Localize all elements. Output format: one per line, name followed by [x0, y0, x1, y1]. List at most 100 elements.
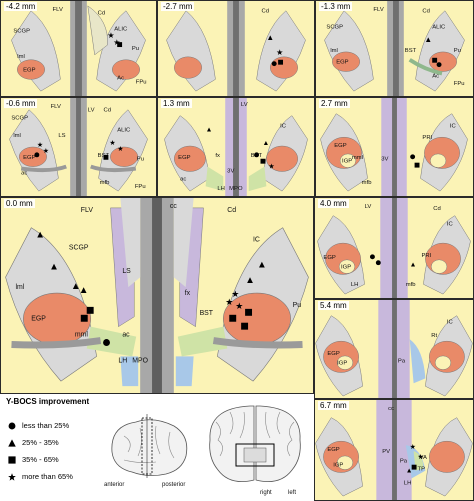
- legend-label: less than 25%: [22, 421, 70, 430]
- structure-label: Rt: [431, 333, 437, 339]
- panel-1-3: LV IC EGP fx BST 3V ac LH MPO ▲ ▲ ★ 1.3 …: [157, 97, 315, 197]
- structure-label: EGP: [334, 143, 346, 149]
- structure-label: SCGP: [326, 24, 343, 30]
- svg-text:▲: ▲: [79, 285, 89, 296]
- square-icon: [8, 455, 16, 464]
- structure-label: lml: [330, 48, 338, 54]
- legend-item: more than 65%: [8, 472, 73, 481]
- panel-minus-2-7: Cd ▲ ★ -2.7 mm: [157, 0, 315, 97]
- structure-label: 3V: [381, 157, 388, 163]
- structure-label: EGP: [31, 316, 46, 323]
- svg-text:★: ★: [109, 139, 115, 147]
- left-label: left: [288, 490, 296, 496]
- legend-item: 35% - 65%: [8, 455, 59, 464]
- panel-label: 1.3 mm: [161, 99, 192, 108]
- structure-label: fx: [215, 153, 220, 159]
- legend-label: more than 65%: [22, 472, 73, 481]
- panel-label: -0.6 mm: [4, 99, 38, 108]
- svg-text:▲: ▲: [406, 468, 413, 475]
- structure-label: IC: [447, 320, 454, 326]
- svg-text:★: ★: [410, 443, 416, 451]
- structure-label: LV: [88, 108, 95, 114]
- panel-label: 4.0 mm: [318, 199, 349, 208]
- structure-label: LV: [241, 102, 248, 108]
- lateral-brain-icon: anterior posterior: [104, 414, 188, 488]
- legend-title: Y-BOCS improvement: [6, 397, 90, 406]
- structure-label: Pu: [132, 46, 139, 52]
- panel-label: 2.7 mm: [319, 99, 350, 108]
- structure-label: FLV: [373, 7, 383, 13]
- structure-label: FLV: [81, 207, 94, 214]
- panel-minus-1-3: FLV Cd SCGP ALIC lml EGP BST Pu Ac FPu ▲…: [315, 0, 474, 97]
- star-icon: [8, 472, 16, 481]
- structure-label: SCGP: [11, 116, 28, 122]
- circle-icon: [8, 422, 16, 429]
- structure-label: ac: [122, 332, 130, 339]
- structure-label: LH: [404, 480, 412, 486]
- structure-label: Pa: [400, 459, 408, 465]
- svg-text:★: ★: [225, 297, 233, 307]
- structure-label: FLV: [51, 104, 61, 110]
- structure-label: LS: [58, 133, 65, 139]
- structure-label: ac: [180, 176, 186, 182]
- structure-label: Pu: [137, 157, 144, 163]
- structure-label: 3V: [227, 168, 234, 174]
- legend: Y-BOCS improvement less than 25% 25% - 3…: [0, 394, 314, 501]
- structure-label: lml: [13, 133, 21, 139]
- svg-text:★: ★: [37, 141, 43, 149]
- structure-label: FPu: [454, 81, 465, 87]
- triangle-icon: [8, 438, 16, 447]
- structure-label: EGP: [23, 155, 35, 161]
- structure-label: Pu: [293, 302, 302, 309]
- panel-label: 5.4 mm: [318, 301, 349, 310]
- panel-4-0: LV Cd IC EGP PRI IGP LH mfb ▲ 4.0 mm: [314, 197, 474, 299]
- structure-label: IGP: [341, 265, 351, 271]
- structure-label: FLV: [53, 7, 63, 13]
- structure-label: lml: [15, 284, 24, 291]
- structure-label: BST: [200, 310, 214, 317]
- structure-label: PRI: [422, 135, 432, 141]
- structure-label: IC: [447, 221, 454, 227]
- svg-text:★: ★: [276, 48, 283, 57]
- structure-label: MPO: [229, 186, 243, 192]
- structure-label: EGP: [336, 60, 348, 66]
- structure-label: EGP: [327, 447, 339, 453]
- svg-text:★: ★: [235, 301, 243, 311]
- structure-label: EGP: [327, 351, 339, 357]
- structure-label: Pu: [454, 48, 461, 54]
- structure-label: PRI: [421, 253, 431, 259]
- panel-label: -4.2 mm: [4, 2, 38, 11]
- legend-item: less than 25%: [8, 421, 69, 430]
- structure-label: PV: [382, 449, 390, 455]
- svg-text:▲: ▲: [262, 140, 269, 147]
- structure-label: ALIC: [117, 127, 131, 133]
- structure-label: mfb: [362, 180, 373, 186]
- structure-label: BST: [405, 48, 417, 54]
- structure-label: ac: [21, 170, 27, 176]
- structure-label: mfb: [100, 180, 111, 186]
- svg-text:▲: ▲: [424, 35, 432, 44]
- structure-label: Cd: [422, 9, 430, 15]
- structure-label: FPu: [135, 184, 146, 190]
- svg-text:★: ★: [418, 453, 424, 461]
- panel-minus-4-2: FLV Cd SCGP ALIC Pu lml EGP Ac FPu ★ ★ -…: [0, 0, 157, 97]
- panel-label: -2.7 mm: [161, 2, 195, 11]
- coronal-section: FLV Cd SCGP ALIC Pu lml EGP Ac FPu ★ ★: [1, 1, 156, 96]
- panel-label: 0.0 mm: [4, 199, 35, 208]
- panel-label: -1.3 mm: [319, 2, 353, 11]
- structure-label: mfb: [406, 282, 417, 288]
- structure-label: MPO: [132, 357, 148, 364]
- svg-text:▲: ▲: [49, 261, 59, 272]
- panel-5-4: Rt IC EGP IGP Pa 5.4 mm: [314, 299, 474, 399]
- structure-label: EGP: [178, 155, 190, 161]
- panel-label: 6.7 mm: [318, 401, 349, 410]
- structure-label: LH: [118, 357, 127, 364]
- square-marker: [117, 42, 123, 48]
- svg-text:★: ★: [43, 147, 49, 155]
- panel-minus-0-6: FLV SCGP LV Cd lml LS ALIC EGP BST Pu ac…: [0, 97, 157, 197]
- structure-label: EGP: [323, 255, 335, 261]
- star-marker: ★: [113, 38, 120, 47]
- structure-label: Ac: [432, 73, 439, 79]
- structure-label: EGP: [23, 68, 35, 74]
- structure-label: Cd: [227, 207, 236, 214]
